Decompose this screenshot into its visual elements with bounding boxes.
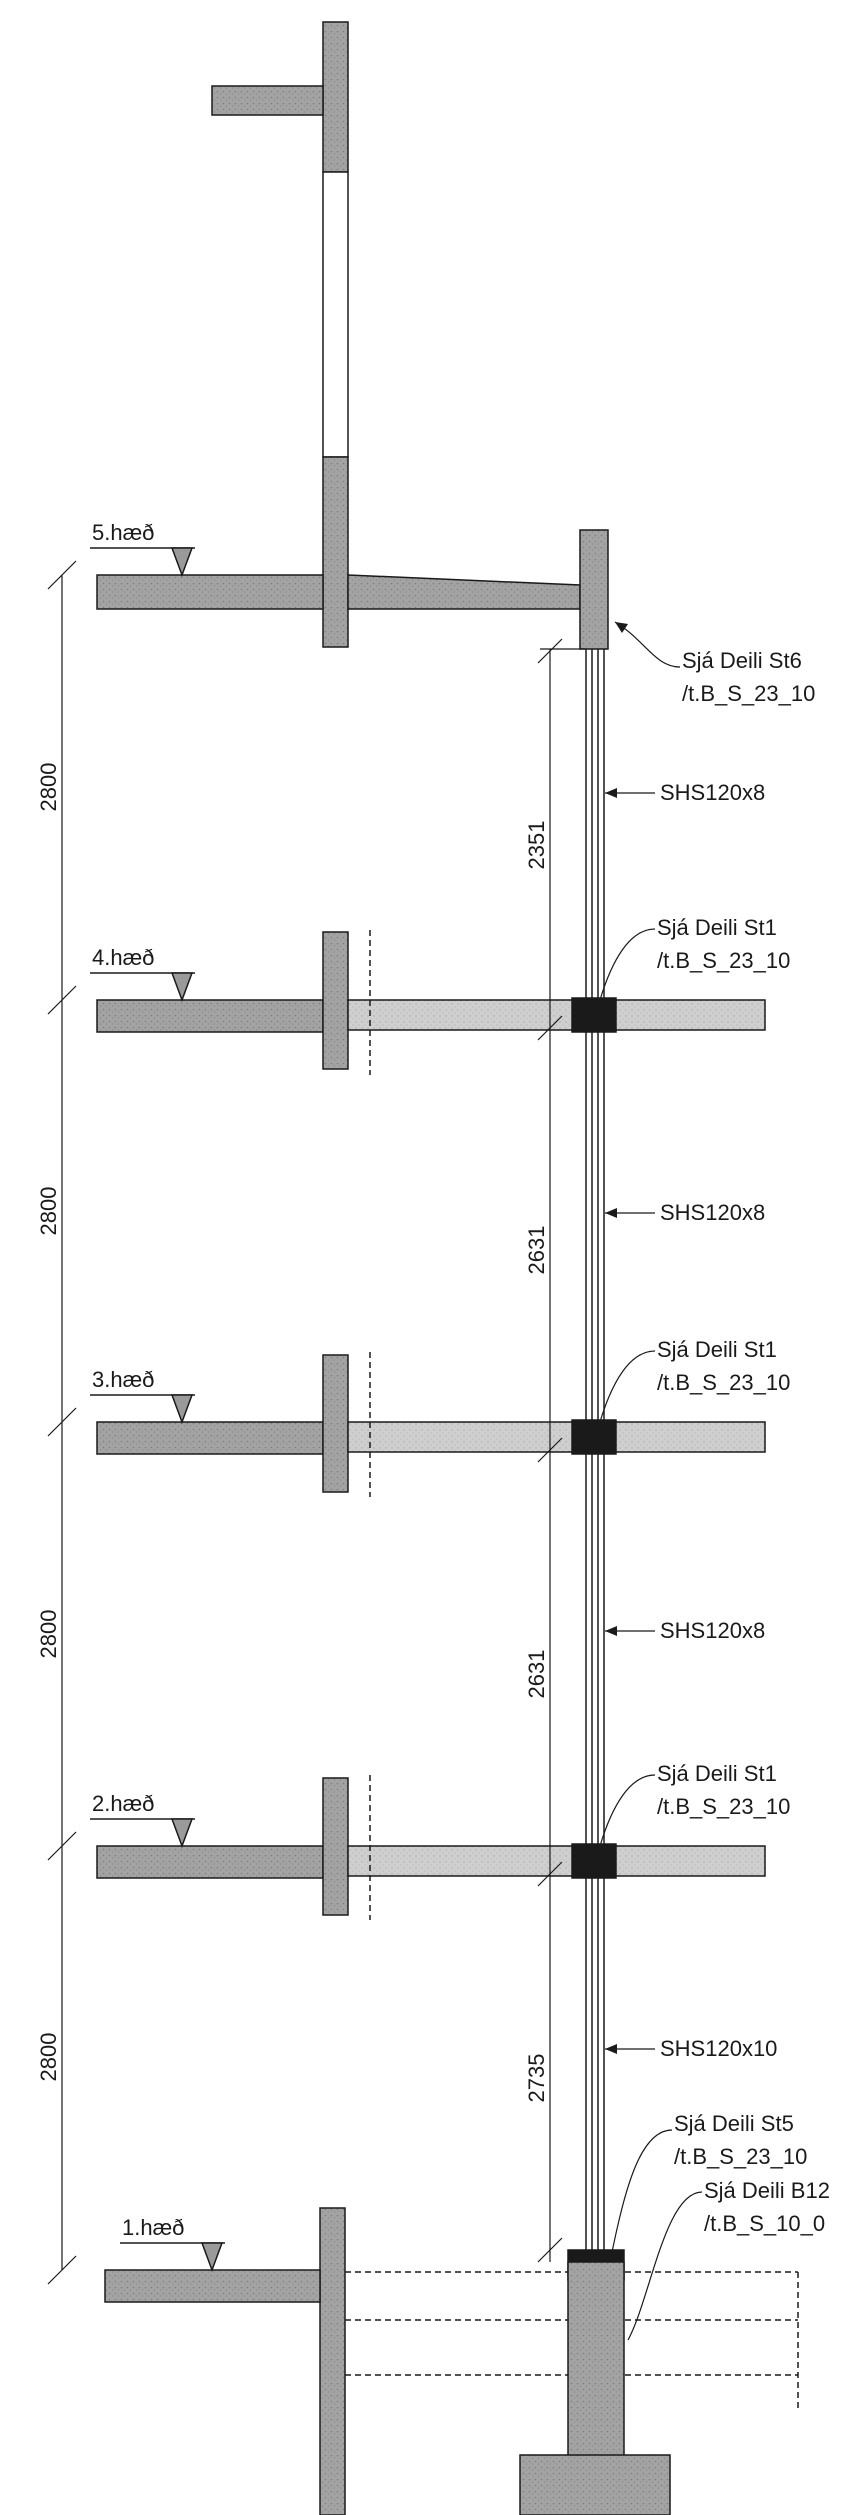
slab-level-5 <box>96 529 609 650</box>
column-length-dimension <box>537 638 585 2263</box>
callout-ref: /t.B_S_23_10 <box>657 1370 790 1395</box>
slab-level-4 <box>96 930 766 1075</box>
floor-height-dimension <box>47 560 77 2285</box>
floor-height-label: 2800 <box>36 763 61 812</box>
detail-callout: Sjá Deili St1 /t.B_S_23_10 <box>599 1761 790 1847</box>
column-length-label: 2631 <box>524 1650 549 1699</box>
detail-callout: Sjá Deili St5 /t.B_S_23_10 <box>611 2111 807 2253</box>
callout-ref: /t.B_S_23_10 <box>657 948 790 973</box>
callout-title: Sjá Deili St1 <box>657 1761 777 1786</box>
level-marker-5: 5.hæð <box>90 520 195 578</box>
level-label: 1.hæð <box>122 2215 184 2240</box>
level-marker-1: 1.hæð <box>120 2215 225 2273</box>
level-marker-3: 3.hæð <box>90 1367 195 1425</box>
callout-title: Sjá Deili St6 <box>682 648 802 673</box>
floor-height-label: 2800 <box>36 1187 61 1236</box>
callout-title: Sjá Deili St1 <box>657 915 777 940</box>
slab-level-2 <box>96 1775 766 1920</box>
detail-callout: Sjá Deili B12 /t.B_S_10_0 <box>627 2178 830 2341</box>
detail-callout: Sjá Deili St1 /t.B_S_23_10 <box>599 915 790 1001</box>
callout-ref: /t.B_S_23_10 <box>674 2144 807 2169</box>
profile-annotation: SHS120x8 <box>605 780 765 805</box>
level-label: 4.hæð <box>92 945 154 970</box>
level-marker-4: 4.hæð <box>90 945 195 1003</box>
level-label: 5.hæð <box>92 520 154 545</box>
profile-label: SHS120x10 <box>660 2036 777 2061</box>
callout-title: Sjá Deili B12 <box>704 2178 830 2203</box>
column-length-label: 2351 <box>524 821 549 870</box>
profile-label: SHS120x8 <box>660 1200 765 1225</box>
profile-annotation: SHS120x8 <box>605 1618 765 1643</box>
profile-label: SHS120x8 <box>660 1618 765 1643</box>
detail-callout: Sjá Deili St1 /t.B_S_23_10 <box>599 1337 790 1423</box>
slab-level-1 <box>104 2207 799 2515</box>
callout-ref: /t.B_S_23_10 <box>682 681 815 706</box>
profile-label: SHS120x8 <box>660 780 765 805</box>
detail-callout: Sjá Deili St6 /t.B_S_23_10 <box>614 621 815 706</box>
column-length-label: 2631 <box>524 1226 549 1275</box>
canopy-slab <box>211 85 324 116</box>
level-label: 2.hæð <box>92 1791 154 1816</box>
upper-wall <box>322 21 349 648</box>
level-marker-2: 2.hæð <box>90 1791 195 1849</box>
floor-height-label: 2800 <box>36 2033 61 2082</box>
slab-level-3 <box>96 1352 766 1497</box>
profile-annotation: SHS120x8 <box>605 1200 765 1225</box>
callout-title: Sjá Deili St5 <box>674 2111 794 2136</box>
callout-ref: /t.B_S_10_0 <box>704 2211 825 2236</box>
floor-height-label: 2800 <box>36 1610 61 1659</box>
callout-title: Sjá Deili St1 <box>657 1337 777 1362</box>
column-footing <box>519 2249 671 2515</box>
profile-annotation: SHS120x10 <box>605 2036 777 2061</box>
callout-ref: /t.B_S_23_10 <box>657 1794 790 1819</box>
level-label: 3.hæð <box>92 1367 154 1392</box>
column-length-label: 2735 <box>524 2054 549 2103</box>
